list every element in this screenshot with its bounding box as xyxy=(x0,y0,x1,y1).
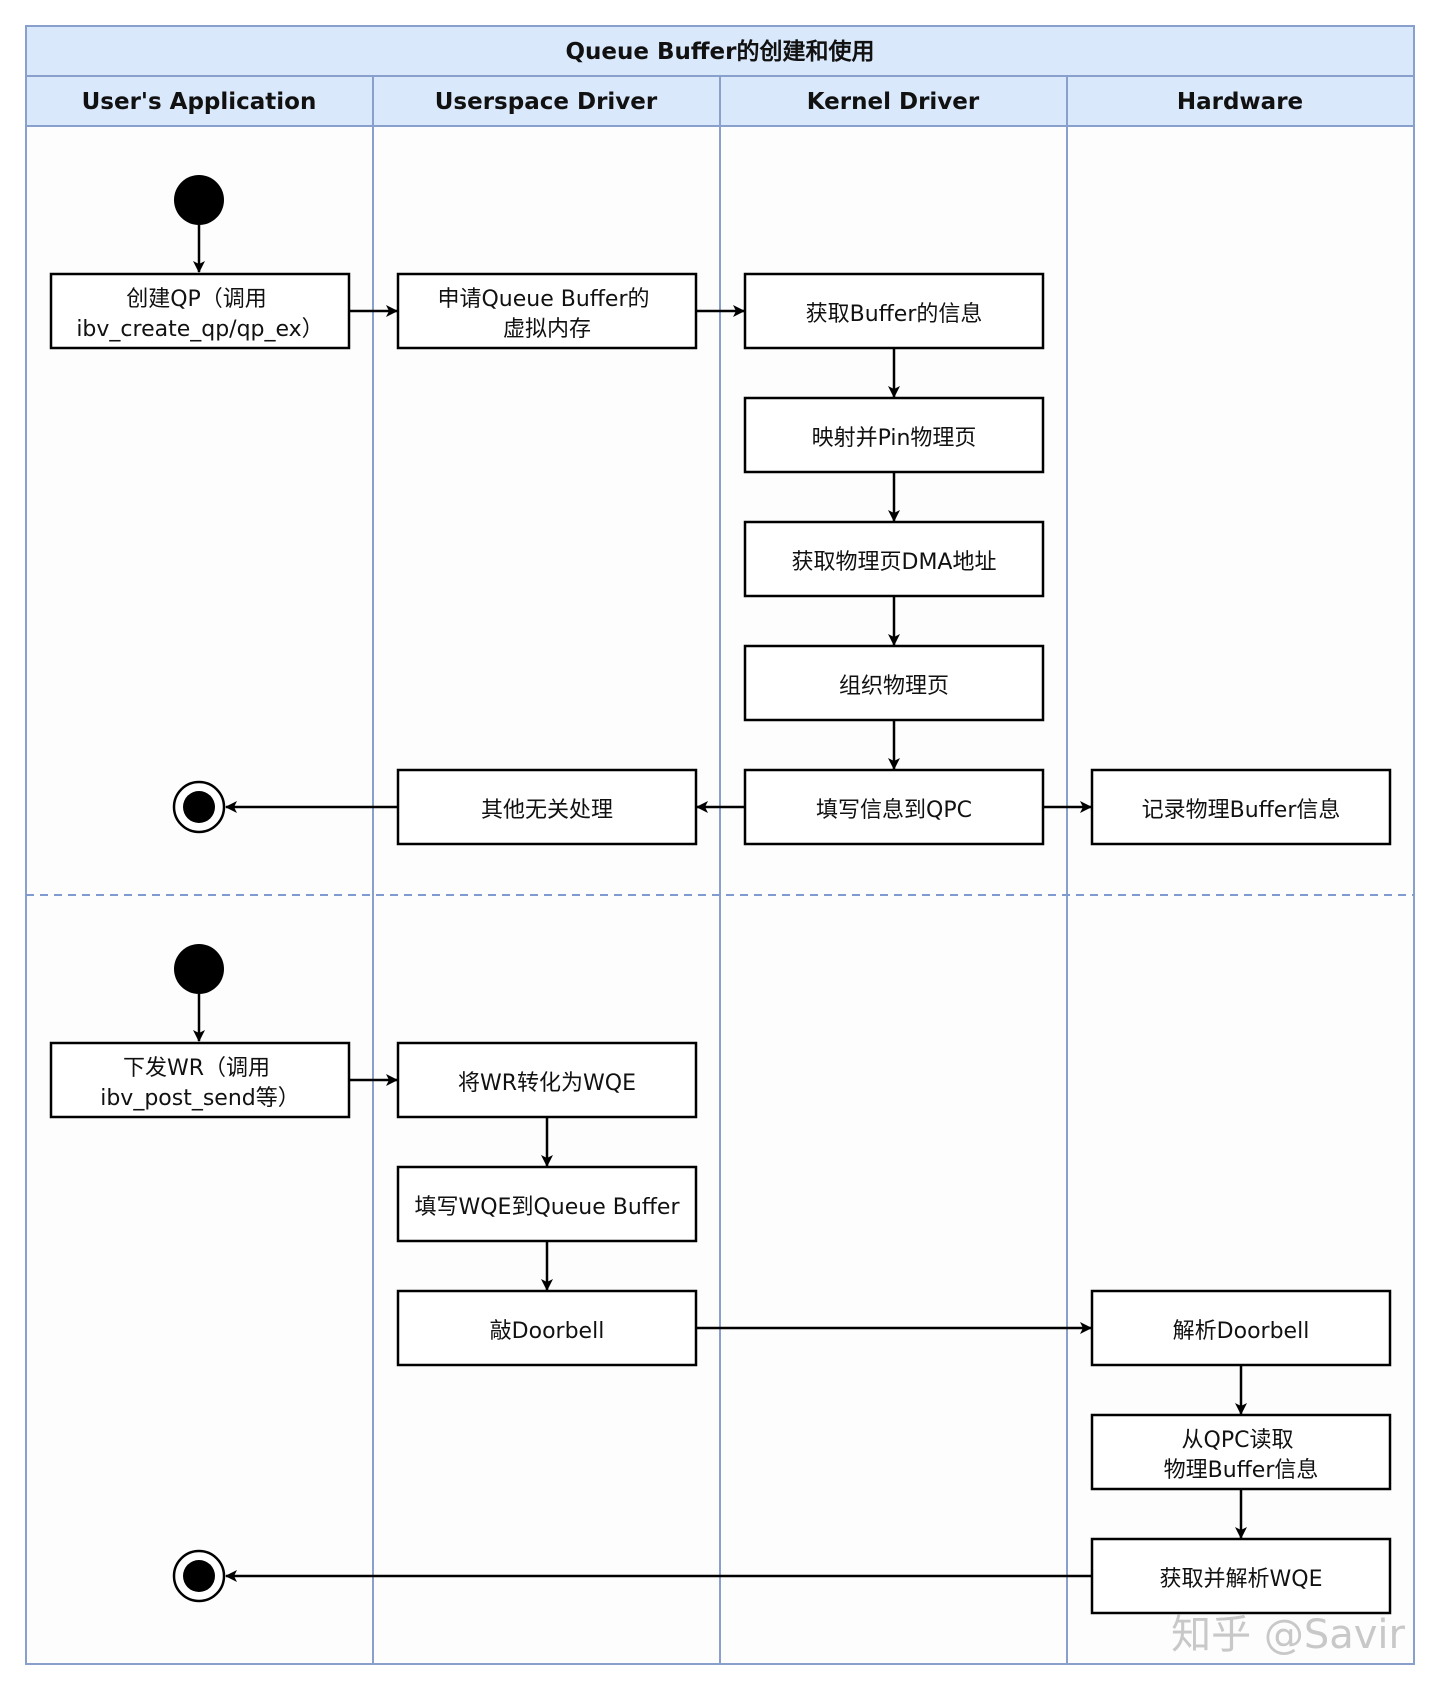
box-read-qpc: 从QPC读取 物理Buffer信息 xyxy=(1090,1413,1392,1491)
box-alloc-line-1: 申请Queue Buffer的 xyxy=(437,287,649,312)
box-wr-to-wqe-label: 将WR转化为WQE xyxy=(458,1071,636,1096)
box-read-qpc-line-1: 从QPC读取 xyxy=(1182,1428,1294,1453)
lane-header-kernel-driver: Kernel Driver xyxy=(807,89,980,115)
svg-text:填写WQE到Queue Buffer: 填写WQE到Queue Buffer xyxy=(414,1195,680,1220)
box-parse-doorbell: 解析Doorbell xyxy=(1090,1289,1392,1367)
lane-header-users-application: User's Application xyxy=(82,89,317,115)
watermark: 知乎 @Savir xyxy=(1171,1612,1405,1658)
start-node-use xyxy=(174,944,224,994)
box-ring-doorbell-label: 敲Doorbell xyxy=(490,1319,605,1344)
svg-text:获取并解析WQE: 获取并解析WQE xyxy=(1160,1567,1323,1592)
box-map-pin-label: 映射并Pin物理页 xyxy=(812,426,977,451)
box-fill-qpc: 填写信息到QPC xyxy=(743,768,1045,846)
box-record-buffer-info: 记录物理Buffer信息 xyxy=(1090,768,1392,846)
svg-text:创建QP（调用 ibv_create_qp/qp: 创建QP（调用 ibv_create_qp/qp_ex） xyxy=(76,287,323,342)
box-fill-qpc-label: 填写信息到QPC xyxy=(816,798,972,823)
svg-text:其他无关处理: 其他无关处理 xyxy=(481,798,613,823)
box-alloc-virtual-memory: 申请Queue Buffer的 虚拟内存 xyxy=(396,272,698,350)
box-create-qp-line-2: ibv_create_qp/qp_ex） xyxy=(76,317,323,342)
box-organize-pages: 组织物理页 xyxy=(743,644,1045,722)
box-alloc-line-2: 虚拟内存 xyxy=(503,317,591,342)
box-record-label: 记录物理Buffer信息 xyxy=(1142,798,1341,823)
svg-text:获取Buffer的信息: 获取Buffer的信息 xyxy=(806,302,983,327)
start-node-create xyxy=(174,175,224,225)
box-post-wr: 下发WR（调用 ibv_post_send等） xyxy=(49,1041,351,1119)
svg-text:下发WR（调用 ibv_post_send等）: 下发WR（调用 ibv_post_send等） xyxy=(100,1056,300,1111)
box-other-label: 其他无关处理 xyxy=(481,798,613,823)
diagram-title: Queue Buffer的创建和使用 xyxy=(566,38,875,65)
box-parse-wqe: 获取并解析WQE xyxy=(1090,1537,1392,1615)
lane-header-userspace-driver: Userspace Driver xyxy=(435,89,658,115)
box-ring-doorbell: 敲Doorbell xyxy=(396,1289,698,1367)
title-bar xyxy=(25,25,1415,77)
end-node-use xyxy=(172,1549,226,1603)
box-get-dma-address: 获取物理页DMA地址 xyxy=(743,520,1045,598)
box-parse-doorbell-label: 解析Doorbell xyxy=(1173,1319,1310,1344)
svg-text:申请Queue Buffer的 虚拟内存: 申请Queue Buffer的 虚拟内存 xyxy=(437,287,656,342)
svg-text:获取物理页DMA地址: 获取物理页DMA地址 xyxy=(792,550,997,575)
box-post-wr-line-2: ibv_post_send等） xyxy=(100,1086,300,1111)
svg-text:从QPC读取 物理Buffer信息: 从QPC读取 物理Buffer信息 xyxy=(1164,1428,1319,1483)
box-get-buffer-info-label: 获取Buffer的信息 xyxy=(806,302,983,327)
svg-text:将WR转化为WQE: 将WR转化为WQE xyxy=(458,1071,636,1096)
svg-text:组织物理页: 组织物理页 xyxy=(839,674,949,699)
box-fill-wqe-label: 填写WQE到Queue Buffer xyxy=(414,1195,680,1220)
box-get-buffer-info: 获取Buffer的信息 xyxy=(743,272,1045,350)
end-node-create xyxy=(172,780,226,834)
svg-text:记录物理Buffer信息: 记录物理Buffer信息 xyxy=(1142,798,1341,823)
box-create-qp: 创建QP（调用 ibv_create_qp/qp_ex） xyxy=(49,272,351,350)
box-organize-label: 组织物理页 xyxy=(839,674,949,699)
svg-text:填写信息到QPC: 填写信息到QPC xyxy=(816,798,972,823)
box-post-wr-line-1: 下发WR（调用 xyxy=(123,1056,270,1081)
svg-text:敲Doorbell: 敲Doorbell xyxy=(490,1319,605,1344)
box-fill-wqe: 填写WQE到Queue Buffer xyxy=(396,1165,698,1243)
box-map-pin-pages: 映射并Pin物理页 xyxy=(743,396,1045,474)
box-read-qpc-line-2: 物理Buffer信息 xyxy=(1164,1458,1319,1483)
svg-text:解析Doorbell: 解析Doorbell xyxy=(1173,1319,1310,1344)
box-other-processing: 其他无关处理 xyxy=(396,768,698,846)
lane-header-hardware: Hardware xyxy=(1177,89,1303,115)
box-wr-to-wqe: 将WR转化为WQE xyxy=(396,1041,698,1119)
svg-text:映射并Pin物理页: 映射并Pin物理页 xyxy=(812,426,977,451)
box-parse-wqe-label: 获取并解析WQE xyxy=(1160,1567,1323,1592)
box-create-qp-line-1: 创建QP（调用 xyxy=(126,287,267,312)
box-get-dma-label: 获取物理页DMA地址 xyxy=(792,550,997,575)
